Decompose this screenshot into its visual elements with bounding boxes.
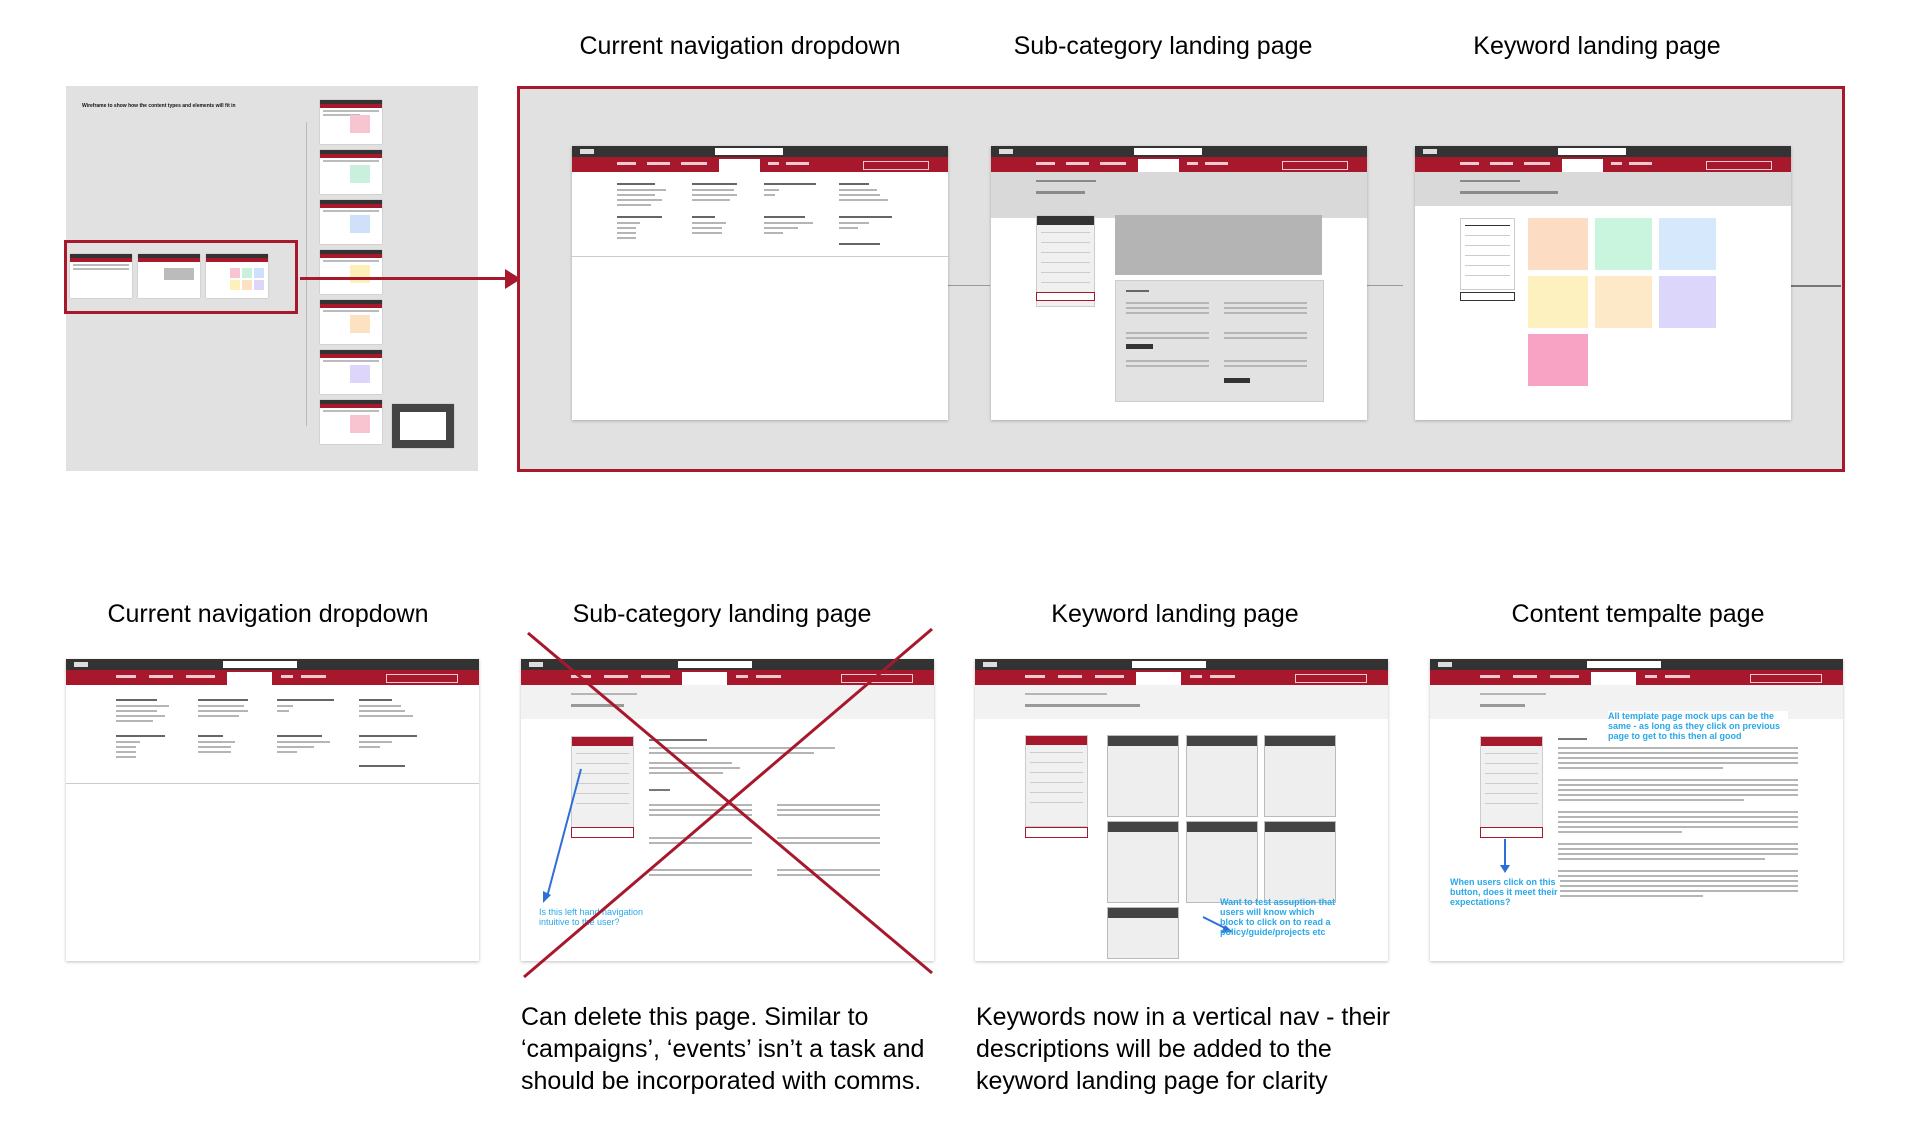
heading-bottom-subcategory: Sub-category landing page xyxy=(572,600,872,628)
mockup-top-nav-dropdown xyxy=(572,146,948,420)
heading-bottom-keyword: Keyword landing page xyxy=(1051,600,1299,628)
annotation-left-nav-question: Is this left hand navigation intuitive t… xyxy=(539,907,644,927)
overview-connector xyxy=(306,122,307,426)
overview-title: Wireframe to show how the content types … xyxy=(82,103,236,109)
heading-top-keyword: Keyword landing page xyxy=(1473,32,1721,60)
overview-arrow-line xyxy=(300,277,518,280)
overview-selection-highlight xyxy=(64,240,298,314)
overview-thumb xyxy=(320,250,382,294)
overview-thumb xyxy=(320,100,382,144)
mockup-bottom-nav-dropdown xyxy=(66,659,479,961)
heading-top-subcategory: Sub-category landing page xyxy=(1013,32,1313,60)
overview-thumb xyxy=(206,254,268,298)
cross-out-icon xyxy=(523,627,933,979)
heading-bottom-nav-dropdown: Current navigation dropdown xyxy=(107,600,429,628)
heading-top-nav-dropdown: Current navigation dropdown xyxy=(579,32,901,60)
frame-connector xyxy=(945,285,990,286)
frame-connector xyxy=(1771,285,1841,287)
note-delete-page: Can delete this page. Similar to ‘campai… xyxy=(521,1003,925,1095)
mockup-top-subcategory xyxy=(991,146,1367,420)
mockup-top-keyword xyxy=(1415,146,1791,420)
test-assumption-arrow-icon xyxy=(1202,916,1233,933)
frame-connector xyxy=(1358,285,1403,286)
heading-bottom-content-template: Content tempalte page xyxy=(1511,600,1765,628)
button-arrow-icon xyxy=(1500,839,1510,873)
mockup-bottom-keyword: Want to test assuption that users will k… xyxy=(975,659,1388,961)
overview-thumb xyxy=(320,400,382,444)
overview-thumb xyxy=(138,254,200,298)
annotation-button-question: When users click on this button, does it… xyxy=(1450,877,1560,907)
note-keywords-nav: Keywords now in a vertical nav - their d… xyxy=(976,1003,1391,1095)
overview-thumb-dark xyxy=(392,404,454,448)
left-nav-arrow-icon xyxy=(543,768,582,903)
mockup-bottom-content-template: All template page mock ups can be the sa… xyxy=(1430,659,1843,961)
mockup-bottom-subcategory: Is this left hand navigation intuitive t… xyxy=(521,659,934,961)
annotation-template-same: All template page mock ups can be the sa… xyxy=(1608,711,1788,741)
annotation-test-assumption: Want to test assuption that users will k… xyxy=(1220,897,1336,937)
overview-thumb xyxy=(70,254,132,298)
overview-thumb xyxy=(320,200,382,244)
overview-thumb xyxy=(320,300,382,344)
arrow-right-icon xyxy=(505,269,521,289)
overview-thumb xyxy=(320,150,382,194)
overview-thumb xyxy=(320,350,382,394)
